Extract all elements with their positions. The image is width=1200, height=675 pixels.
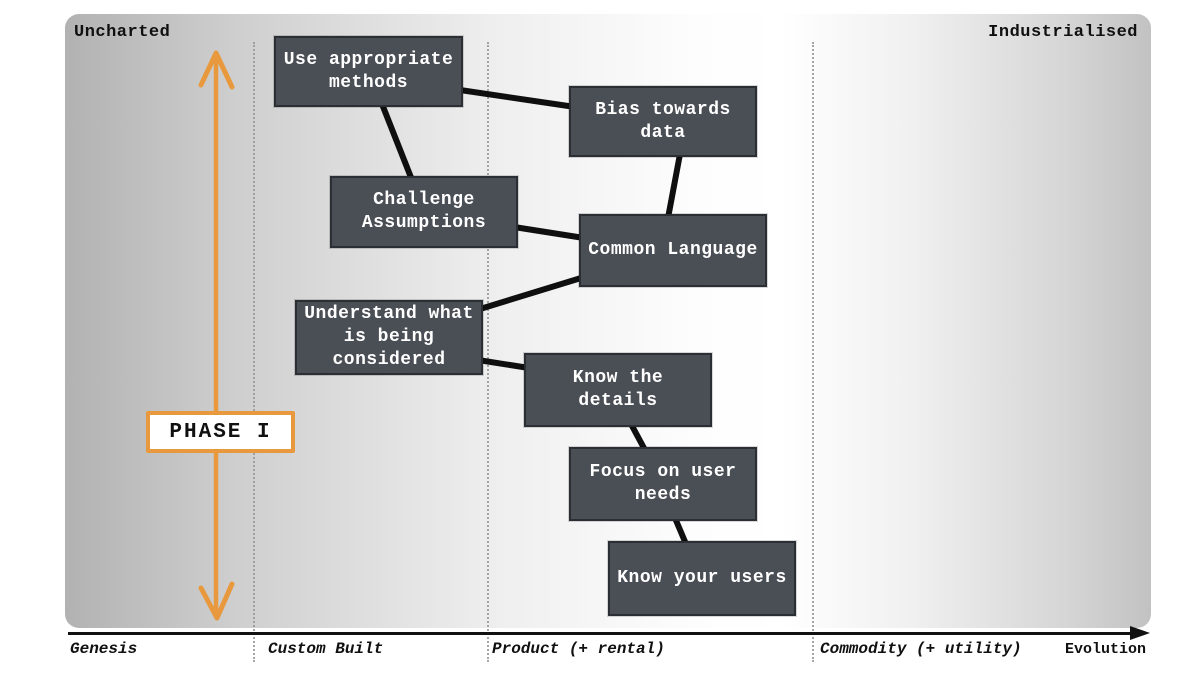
edge-use-appropriate-methods--bias-towards-data bbox=[457, 87, 578, 110]
node-common-language[interactable]: Common Language bbox=[579, 214, 767, 287]
evolution-axis-line bbox=[68, 632, 1132, 635]
stage-label-product-rental: Product (+ rental) bbox=[492, 640, 665, 658]
node-understand-what-is-being-considered[interactable]: Understand what is being considered bbox=[295, 300, 483, 375]
industrialised-label: Industrialised bbox=[988, 23, 1138, 42]
edge-use-appropriate-methods--challenge-assumptions bbox=[379, 101, 415, 183]
evolution-axis-label: Evolution bbox=[1065, 641, 1147, 658]
edge-focus-on-user-needs--know-your-users bbox=[672, 515, 689, 547]
edge-challenge-assumptions--common-language bbox=[511, 224, 587, 241]
edge-bias-towards-data--common-language bbox=[665, 151, 683, 221]
phase-arrow-head-up-icon bbox=[198, 50, 235, 90]
evolution-axis-arrowhead-icon bbox=[1130, 626, 1150, 640]
node-challenge-assumptions[interactable]: Challenge Assumptions bbox=[330, 176, 518, 248]
node-know-your-users[interactable]: Know your users bbox=[608, 541, 796, 616]
edge-know-the-details--focus-on-user-needs bbox=[628, 421, 648, 453]
edge-understand-what-is-being-considered--know-the-details bbox=[475, 357, 532, 371]
stage-label-custom-built: Custom Built bbox=[268, 640, 384, 658]
stage-boundary-line-1 bbox=[253, 42, 255, 662]
stage-boundary-line-2 bbox=[487, 42, 489, 662]
phase-badge[interactable]: PHASE I bbox=[146, 411, 295, 453]
stage-boundary-line-3 bbox=[812, 42, 814, 662]
node-use-appropriate-methods[interactable]: Use appropriate methods bbox=[274, 36, 463, 107]
node-focus-on-user-needs[interactable]: Focus on user needs bbox=[569, 447, 757, 521]
phase-arrow-head-down-icon bbox=[198, 581, 235, 621]
stage-label-genesis: Genesis bbox=[70, 640, 138, 658]
uncharted-label: Uncharted bbox=[74, 23, 171, 42]
node-know-the-details[interactable]: Know the details bbox=[524, 353, 712, 427]
stage-label-commodity-utility: Commodity (+ utility) bbox=[820, 640, 1022, 658]
edge-common-language--understand-what-is-being-considered bbox=[477, 275, 584, 312]
node-bias-towards-data[interactable]: Bias towards data bbox=[569, 86, 757, 157]
